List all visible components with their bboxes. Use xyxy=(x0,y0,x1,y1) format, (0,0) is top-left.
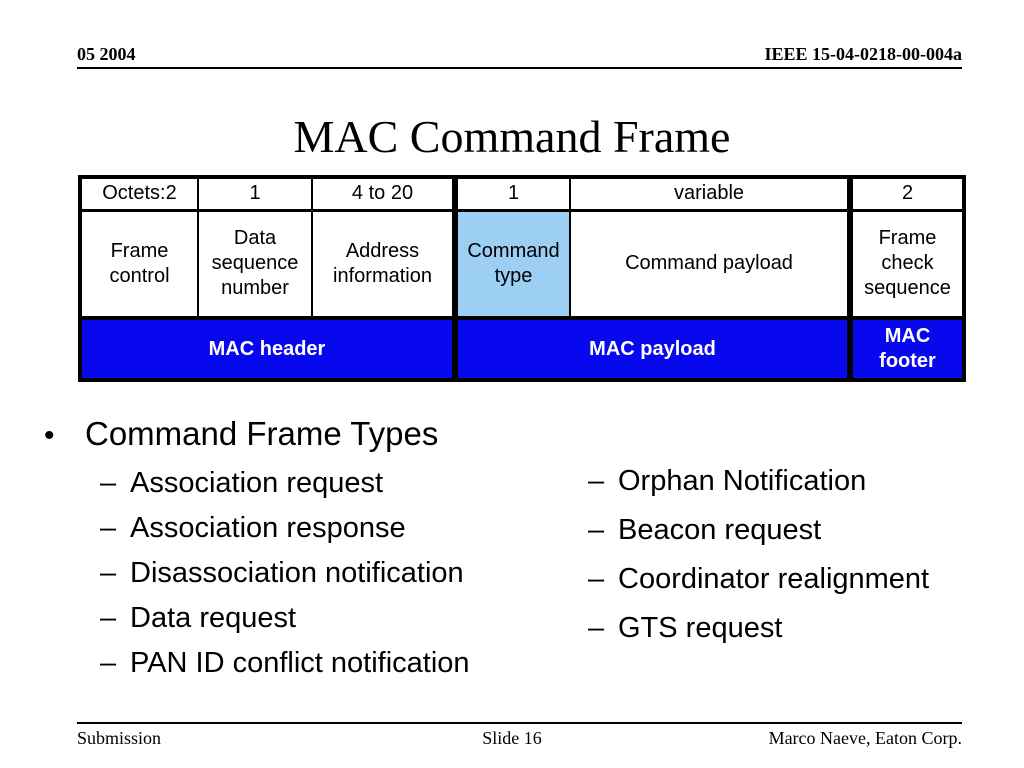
cell-section-mac-footer: MAC footer xyxy=(849,317,966,382)
footer-rule xyxy=(77,722,962,724)
list-item: –Coordinator realignment xyxy=(588,555,929,604)
header-rule xyxy=(77,67,962,69)
cell-field-command-type-highlighted: Command type xyxy=(454,209,571,320)
cell-field-command-payload: Command payload xyxy=(569,209,853,320)
cell-section-mac-header: MAC header xyxy=(78,317,458,382)
page-title: MAC Command Frame xyxy=(293,111,731,162)
list-item-label: Association response xyxy=(130,512,406,544)
cell-section-mac-payload: MAC payload xyxy=(454,317,853,382)
bullet-marker: • xyxy=(44,419,55,452)
cell-octets-frame-check: 2 xyxy=(849,175,966,212)
dash-marker: – xyxy=(100,467,117,499)
list-item: –Association request xyxy=(100,461,470,506)
octets-row: Octets:2 1 4 to 20 1 variable 2 xyxy=(78,175,966,212)
sections-row: MAC header MAC payload MAC footer xyxy=(78,317,966,382)
command-frame-types-list-right: –Orphan Notification –Beacon request –Co… xyxy=(588,457,929,653)
dash-marker: – xyxy=(588,563,605,595)
list-item-label: Orphan Notification xyxy=(618,465,867,497)
footer-author: Marco Naeve, Eaton Corp. xyxy=(768,728,962,748)
footer-slide-number: Slide 16 xyxy=(482,728,542,748)
list-item: –Beacon request xyxy=(588,506,929,555)
cell-octets-frame-control: Octets:2 xyxy=(78,175,199,212)
command-frame-types-list-left: –Association request –Association respon… xyxy=(100,461,470,686)
cell-field-data-sequence-number: Data sequence number xyxy=(197,209,313,320)
cell-field-address-information: Address information xyxy=(311,209,458,320)
dash-marker: – xyxy=(100,647,117,679)
list-item: –Data request xyxy=(100,596,470,641)
main-bullet-item: • Command Frame Types xyxy=(44,412,438,458)
dash-marker: – xyxy=(100,602,117,634)
dash-marker: – xyxy=(100,512,117,544)
dash-marker: – xyxy=(588,465,605,497)
header-date: 05 2004 xyxy=(77,44,136,64)
cell-octets-address-info: 4 to 20 xyxy=(311,175,458,212)
list-item: –Disassociation notification xyxy=(100,551,470,596)
dash-marker: – xyxy=(588,514,605,546)
list-item-label: Coordinator realignment xyxy=(618,563,930,595)
list-item-label: PAN ID conflict notification xyxy=(130,647,470,679)
cell-octets-command-payload: variable xyxy=(569,175,853,212)
cell-octets-command-type: 1 xyxy=(454,175,571,212)
list-item-label: Association request xyxy=(130,467,384,499)
dash-marker: – xyxy=(588,612,605,644)
list-item: –Orphan Notification xyxy=(588,457,929,506)
cell-field-frame-control: Frame control xyxy=(78,209,199,320)
cell-field-frame-check-sequence: Frame check sequence xyxy=(849,209,966,320)
list-item-label: Disassociation notification xyxy=(130,557,464,589)
footer-submission-label: Submission xyxy=(77,728,162,748)
list-item: –Association response xyxy=(100,506,470,551)
list-item-label: GTS request xyxy=(618,612,783,644)
fields-row: Frame control Data sequence number Addre… xyxy=(78,209,966,320)
cell-octets-data-sequence: 1 xyxy=(197,175,313,212)
mac-frame-structure-table: Octets:2 1 4 to 20 1 variable 2 Frame co… xyxy=(78,175,966,382)
header-document-id: IEEE 15-04-0218-00-004a xyxy=(764,44,963,64)
list-item-label: Beacon request xyxy=(618,514,822,546)
list-item-label: Data request xyxy=(130,602,297,634)
main-bullet-label: Command Frame Types xyxy=(85,415,439,452)
list-item: –GTS request xyxy=(588,604,929,653)
dash-marker: – xyxy=(100,557,117,589)
list-item: –PAN ID conflict notification xyxy=(100,641,470,686)
